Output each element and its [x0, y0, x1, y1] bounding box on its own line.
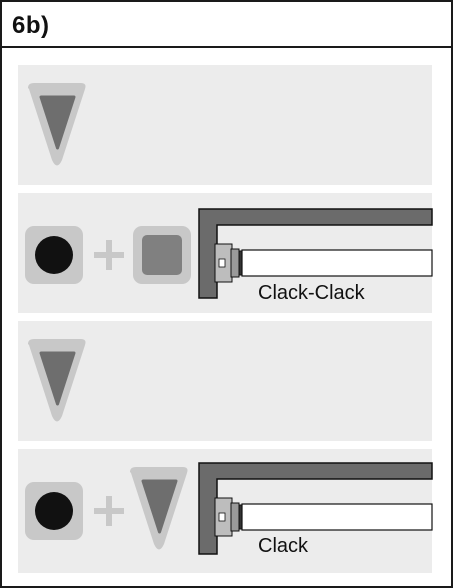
stop-circle-button [25, 482, 83, 540]
header-divider [2, 46, 451, 48]
roller-tube-illustration [198, 208, 433, 299]
figure-title: 6b) [12, 12, 50, 39]
step-3-panel [18, 321, 432, 441]
roller-tube-illustration [198, 462, 433, 555]
stop-circle-button [25, 226, 83, 284]
down-triangle-button [130, 467, 188, 550]
plus-icon [94, 496, 124, 526]
square-button [133, 226, 191, 284]
step-1-panel [18, 65, 432, 185]
down-triangle-button [28, 339, 86, 422]
step-3-diagram [28, 339, 86, 422]
down-triangle-button [28, 83, 86, 166]
step-2-panel: Clack-Clack [18, 193, 433, 313]
step-1-diagram [28, 83, 86, 166]
step-2-caption: Clack-Clack [258, 282, 365, 304]
step-4-panel: Clack [18, 449, 433, 573]
step-2-diagram [25, 208, 433, 299]
figure-header: 6b) [2, 2, 451, 44]
step-4-caption: Clack [258, 535, 309, 557]
plus-icon [94, 240, 124, 270]
step-4-diagram [25, 462, 433, 555]
